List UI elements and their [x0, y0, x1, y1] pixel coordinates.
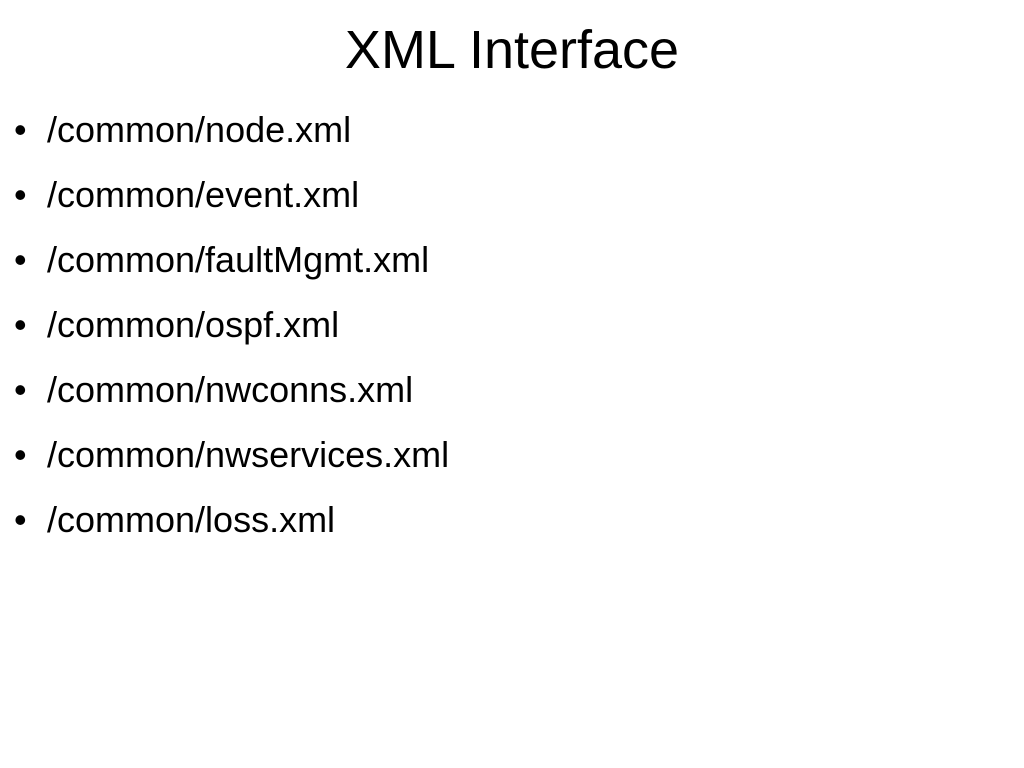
- bullet-icon: •: [14, 434, 27, 475]
- list-item-text: /common/node.xml: [47, 109, 352, 150]
- list-item: • /common/nwconns.xml: [14, 366, 449, 431]
- list-item-text: /common/event.xml: [47, 174, 360, 215]
- bullet-icon: •: [14, 304, 27, 345]
- list-item: • /common/event.xml: [14, 171, 449, 236]
- list-item-text: /common/faultMgmt.xml: [47, 239, 430, 280]
- list-item: • /common/ospf.xml: [14, 301, 449, 366]
- list-item: • /common/nwservices.xml: [14, 431, 449, 496]
- bullet-icon: •: [14, 109, 27, 150]
- list-item-text: /common/nwconns.xml: [47, 369, 414, 410]
- bullet-icon: •: [14, 369, 27, 410]
- list-item: • /common/loss.xml: [14, 496, 449, 561]
- slide-title: XML Interface: [344, 20, 680, 80]
- list-item: • /common/node.xml: [14, 106, 449, 171]
- bullet-icon: •: [14, 174, 27, 215]
- bullet-icon: •: [14, 499, 27, 540]
- bullet-icon: •: [14, 239, 27, 280]
- bullet-list: • /common/node.xml • /common/event.xml •…: [14, 106, 449, 561]
- list-item-text: /common/loss.xml: [47, 499, 336, 540]
- list-item-text: /common/ospf.xml: [47, 304, 340, 345]
- list-item: • /common/faultMgmt.xml: [14, 236, 449, 301]
- list-item-text: /common/nwservices.xml: [47, 434, 450, 475]
